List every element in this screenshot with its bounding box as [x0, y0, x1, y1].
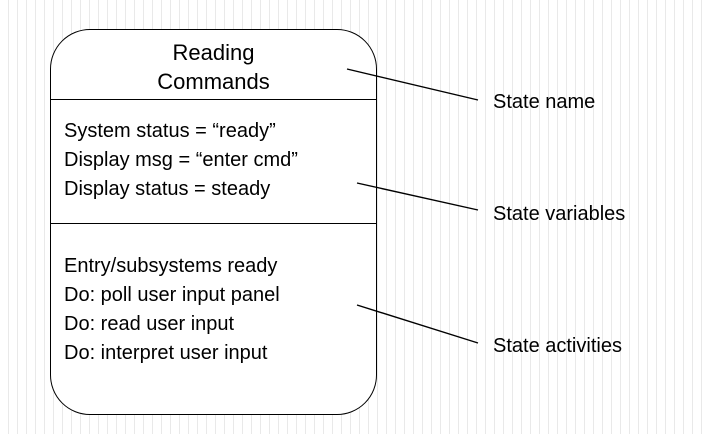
- state-activity-line: Do: poll user input panel: [64, 284, 280, 306]
- state-name-connector: [346, 68, 479, 101]
- state-variable-line: Display status = steady: [64, 178, 271, 200]
- state-variables-connector: [356, 182, 479, 211]
- state-variables-callout-label: State variables: [493, 203, 626, 225]
- state-activities-section: Entry/subsystems ready Do: poll user inp…: [64, 252, 280, 368]
- state-variable-line: System status = “ready”: [64, 120, 276, 142]
- state-variables-section: System status = “ready” Display msg = “e…: [64, 117, 298, 204]
- state-activity-line: Do: interpret user input: [64, 342, 268, 364]
- state-name-line-2: Commands: [157, 69, 270, 94]
- state-activity-line: Do: read user input: [64, 313, 235, 335]
- state-box: Reading Commands System status = “ready”…: [50, 29, 377, 415]
- state-activities-connector: [356, 304, 479, 344]
- name-variables-divider: [51, 99, 376, 100]
- variables-activities-divider: [51, 223, 376, 224]
- state-name-line-1: Reading: [172, 40, 255, 65]
- state-name-callout-label: State name: [493, 91, 596, 113]
- state-activities-callout-label: State activities: [493, 335, 622, 357]
- state-name: Reading Commands: [51, 38, 376, 96]
- state-activity-line: Entry/subsystems ready: [64, 255, 278, 277]
- state-variable-line: Display msg = “enter cmd”: [64, 149, 298, 171]
